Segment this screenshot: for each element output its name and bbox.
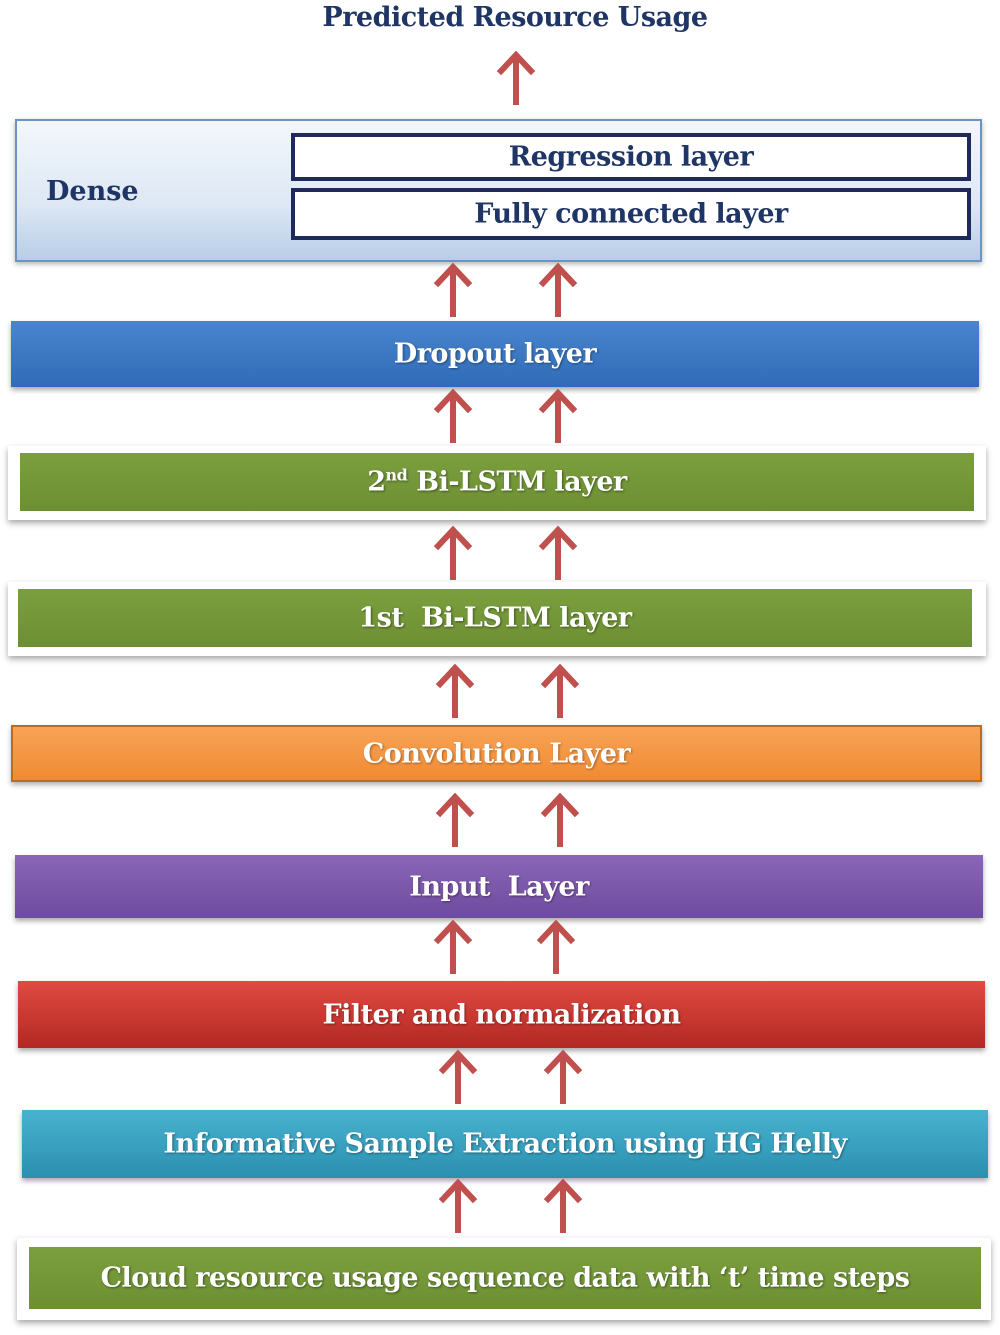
arrow-input-conv-left	[440, 797, 470, 847]
input-data-label: Cloud resource usage sequence data with …	[100, 1262, 910, 1294]
input-data-frame: Cloud resource usage sequence data with …	[17, 1238, 991, 1320]
arrow-dropout-dense-left	[438, 267, 468, 317]
bilstm2-layer-box: 2nd Bi-LSTM layer	[20, 453, 974, 511]
bilstm2-ordinal-suffix: nd	[385, 465, 408, 485]
bilstm1-layer-box: 1st Bi-LSTM layer	[18, 589, 972, 647]
regression-layer-label: Regression layer	[508, 141, 754, 173]
arrow-extract-filter-right	[548, 1054, 578, 1104]
bilstm2-layer-text: Bi-LSTM layer	[407, 466, 627, 498]
arrow-filter-input-left	[438, 924, 468, 974]
bilstm1-layer-label: 1st Bi-LSTM layer	[358, 602, 632, 634]
fully-connected-layer-box: Fully connected layer	[291, 188, 971, 240]
input-data-box: Cloud resource usage sequence data with …	[29, 1247, 981, 1309]
arrow-input-conv-right	[545, 797, 575, 847]
convolution-layer-box: Convolution Layer	[11, 725, 982, 782]
dense-label: Dense	[46, 176, 139, 207]
bilstm1-frame: 1st Bi-LSTM layer	[8, 582, 986, 656]
arrow-bilstm2-dropout-right	[543, 393, 573, 443]
regression-layer-box: Regression layer	[291, 133, 971, 181]
dense-block: Dense Regression layer Fully connected l…	[15, 119, 982, 262]
arrow-data-extract-left	[443, 1183, 473, 1233]
filter-normalization-box: Filter and normalization	[18, 981, 985, 1048]
input-layer-box: Input Layer	[15, 855, 983, 918]
sample-extraction-label: Informative Sample Extraction using HG H…	[163, 1128, 847, 1160]
arrow-dropout-dense-right	[543, 267, 573, 317]
input-layer-label: Input Layer	[409, 871, 589, 902]
arrow-filter-input-right	[541, 924, 571, 974]
arrow-bilstm1-bilstm2-left	[438, 530, 468, 580]
filter-normalization-label: Filter and normalization	[322, 999, 682, 1030]
arrow-conv-bilstm1-right	[545, 668, 575, 718]
fully-connected-layer-label: Fully connected layer	[474, 198, 788, 230]
bilstm2-frame: 2nd Bi-LSTM layer	[8, 446, 986, 520]
bilstm2-layer-label: 2nd Bi-LSTM layer	[20, 467, 974, 498]
arrow-bilstm1-bilstm2-right	[543, 530, 573, 580]
output-label: Predicted Resource Usage	[322, 2, 708, 33]
sample-extraction-box: Informative Sample Extraction using HG H…	[22, 1110, 988, 1178]
arrow-extract-filter-left	[443, 1054, 473, 1104]
dropout-layer-box: Dropout layer	[11, 321, 979, 387]
arrow-conv-bilstm1-left	[440, 668, 470, 718]
convolution-layer-label: Convolution Layer	[362, 738, 631, 769]
dropout-layer-label: Dropout layer	[393, 338, 597, 370]
arrow-to-output	[501, 55, 531, 105]
bilstm2-ordinal: 2	[367, 466, 386, 498]
arrow-bilstm2-dropout-left	[438, 393, 468, 443]
arrow-data-extract-right	[548, 1183, 578, 1233]
